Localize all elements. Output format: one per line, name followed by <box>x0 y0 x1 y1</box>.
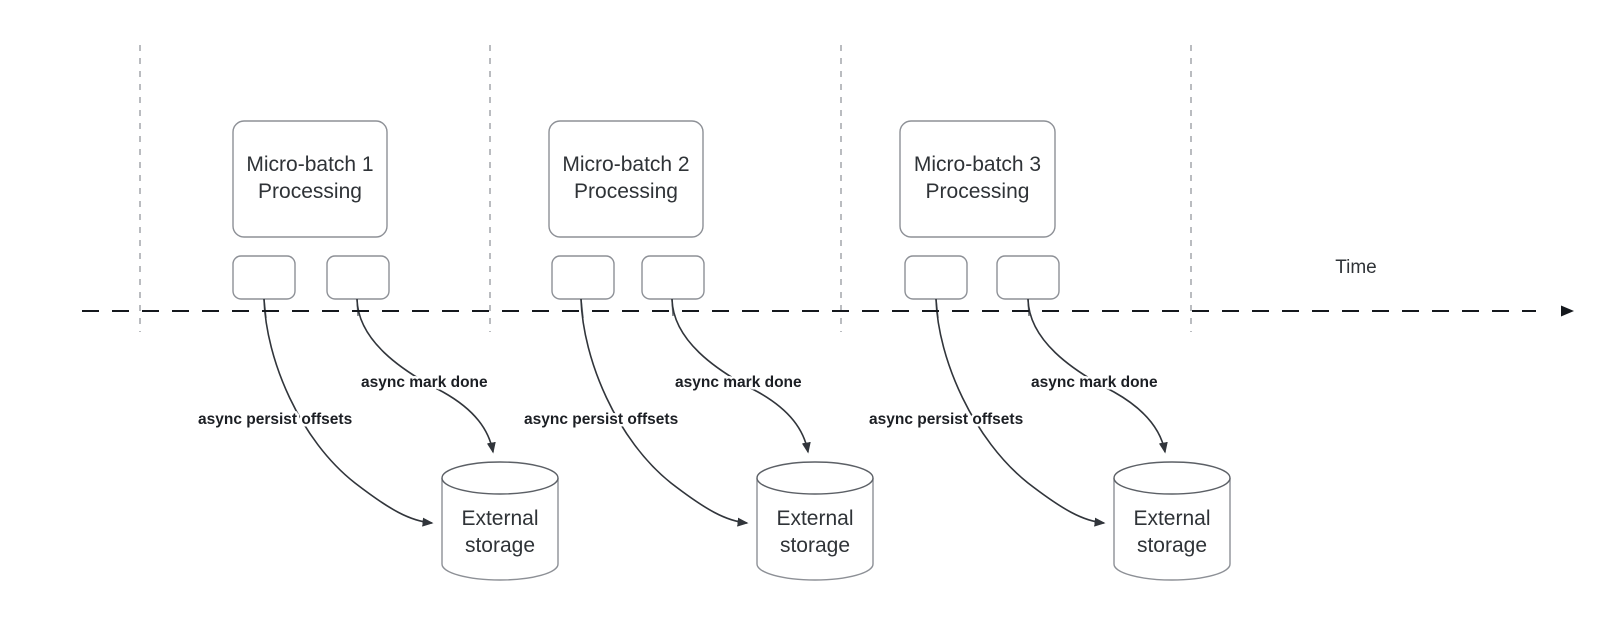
flow-async-mark-done-1 <box>356 298 496 454</box>
batch-boundaries <box>139 45 1192 332</box>
task-box-persist-1[interactable] <box>232 255 296 300</box>
storage-cylinder-top-3[interactable] <box>1113 461 1231 495</box>
edge-label-async-persist-offsets-3: async persist offsets <box>869 411 1023 428</box>
storage-label-1: External <box>461 507 538 530</box>
time-axis-label: Time <box>1335 257 1377 278</box>
edge-label-async-persist-offsets-1-halo: async persist offsets <box>198 411 352 428</box>
micro-batch-sublabel-2: Processing <box>574 180 678 203</box>
task-box-markdone-2[interactable] <box>641 255 705 300</box>
storage-label-3: External <box>1133 507 1210 530</box>
flow-async-persist-offsets-3 <box>935 298 1106 527</box>
storage-label-2: External <box>776 507 853 530</box>
flow-async-persist-offsets-2 <box>580 298 749 527</box>
edge-label-async-persist-offsets-3-halo: async persist offsets <box>869 411 1023 428</box>
edge-label-async-persist-offsets-2-halo: async persist offsets <box>524 411 678 428</box>
storage-cylinder-body-2[interactable] <box>756 478 874 581</box>
micro-batch-label-2: Micro-batch 2 <box>562 153 689 176</box>
edge-label-async-persist-offsets-2: async persist offsets <box>524 411 678 428</box>
task-box-persist-3[interactable] <box>904 255 968 300</box>
micro-batch-label-1: Micro-batch 1 <box>246 153 373 176</box>
micro-batch-sublabel-1: Processing <box>258 180 362 203</box>
micro-batch-sublabel-3: Processing <box>926 180 1030 203</box>
storage-cylinder-body-3[interactable] <box>1113 478 1231 581</box>
task-box-persist-2[interactable] <box>551 255 615 300</box>
micro-batch-box-3[interactable] <box>899 120 1056 238</box>
edge-label-async-mark-done-1-halo: async mark done <box>361 374 488 391</box>
edge-label-async-mark-done-2-halo: async mark done <box>675 374 802 391</box>
flow-async-mark-done-2 <box>671 298 811 454</box>
task-box-markdone-3[interactable] <box>996 255 1060 300</box>
edge-label-async-mark-done-2: async mark done <box>675 374 802 391</box>
timeline-axis: Time <box>82 257 1574 317</box>
storage-sublabel-2: storage <box>780 534 850 557</box>
edge-label-async-mark-done-3-halo: async mark done <box>1031 374 1158 391</box>
edge-label-async-persist-offsets-1: async persist offsets <box>198 411 352 428</box>
storage-sublabel-3: storage <box>1137 534 1207 557</box>
edge-label-async-mark-done-3: async mark done <box>1031 374 1158 391</box>
storage-sublabel-1: storage <box>465 534 535 557</box>
storage-cylinder-body-1[interactable] <box>441 478 559 581</box>
edge-label-async-mark-done-1: async mark done <box>361 374 488 391</box>
micro-batch-box-1[interactable] <box>232 120 388 238</box>
micro-batch-label-3: Micro-batch 3 <box>914 153 1041 176</box>
storage-cylinder-top-1[interactable] <box>441 461 559 495</box>
storage-cylinder-top-2[interactable] <box>756 461 874 495</box>
flow-async-mark-done-3 <box>1027 298 1168 454</box>
task-box-markdone-1[interactable] <box>326 255 390 300</box>
flow-async-persist-offsets-1 <box>263 298 434 527</box>
micro-batch-box-2[interactable] <box>548 120 704 238</box>
